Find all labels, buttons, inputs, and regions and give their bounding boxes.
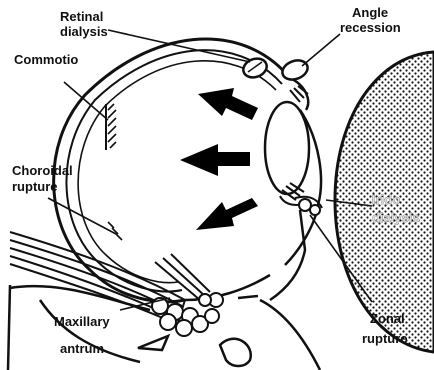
left-arrow-icon — [198, 88, 258, 120]
label-retinal-dialysis: Retinal dialysis — [60, 9, 108, 39]
dialysis-sites — [241, 55, 311, 82]
left-arrow-icon — [180, 144, 250, 176]
commotio-area — [106, 104, 116, 150]
left-arrow-icon — [196, 198, 258, 230]
label-commotio: Commotio — [14, 52, 78, 67]
lens — [265, 102, 309, 194]
label-angle-recession: Angle recession — [340, 5, 401, 35]
